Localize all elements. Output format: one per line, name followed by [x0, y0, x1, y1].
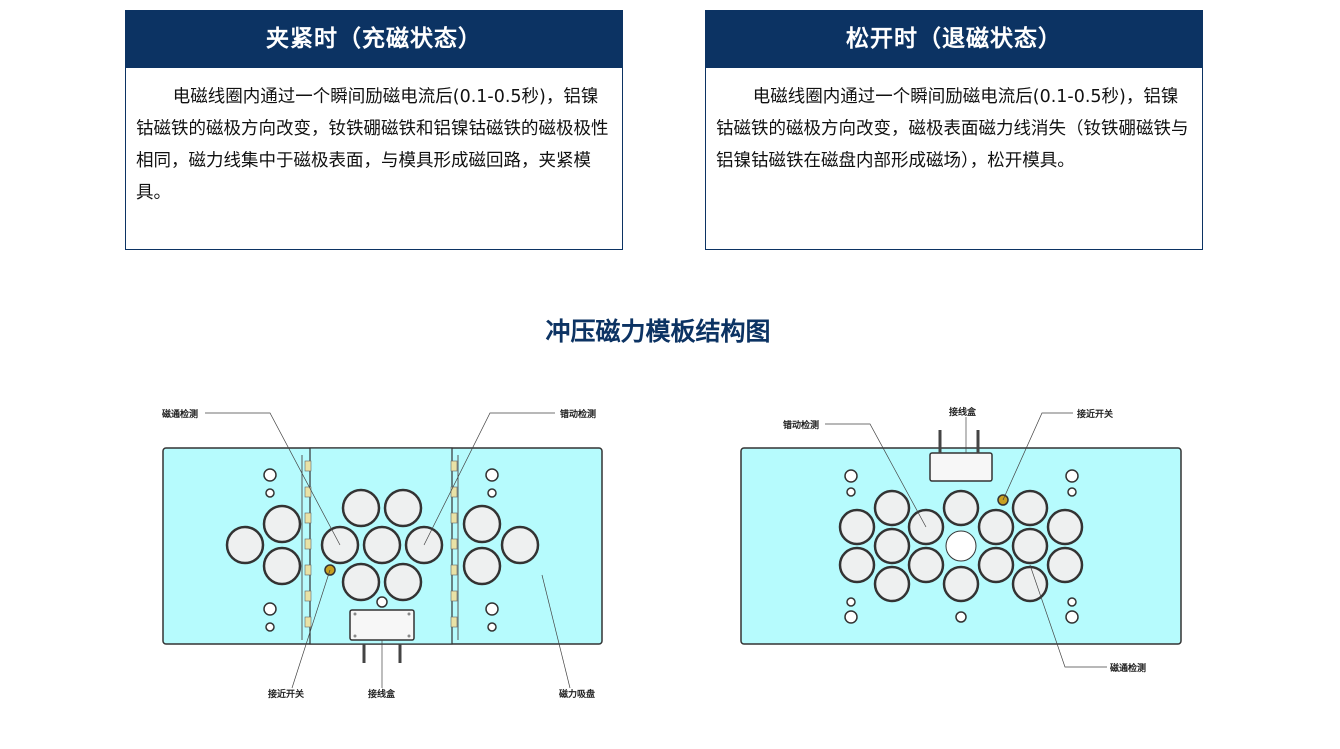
structure-diagram-title: 冲压磁力模板结构图 [545, 317, 771, 346]
clamping-state-card: 夹紧时（充磁状态） 电磁线圈内通过一个瞬间励磁电流后(0.1-0.5秒)，铝镍钴… [125, 10, 623, 250]
clamping-state-title: 夹紧时（充磁状态） [126, 11, 622, 68]
release-state-description: 电磁线圈内通过一个瞬间励磁电流后(0.1-0.5秒)，铝镍钴磁铁的磁极方向改变，… [716, 87, 1189, 171]
right-plate-drawing [740, 412, 1182, 668]
label-magnetic-chuck: 磁力吸盘 [559, 690, 596, 700]
left-plate-drawing [162, 412, 603, 689]
release-state-title: 松开时（退磁状态） [706, 11, 1202, 68]
label-proximity-switch: 接近开关 [268, 690, 305, 700]
label-junction-box: 接线盒 [368, 690, 396, 700]
label-flux-detect: 磁通检测 [162, 410, 199, 420]
right-structure-diagram: 错动检测 接线盒 接近开关 磁通检测 [730, 395, 1200, 685]
left-structure-diagram: 磁通检测 错动检测 接近开关 接线盒 磁力吸盘 [150, 395, 620, 705]
label-junction-box: 接线盒 [949, 408, 977, 418]
label-displacement-detect: 错动检测 [560, 410, 597, 420]
label-flux-detect: 磁通检测 [1110, 664, 1147, 674]
label-displacement-detect: 错动检测 [783, 421, 820, 431]
label-proximity-switch: 接近开关 [1077, 410, 1114, 420]
release-state-card: 松开时（退磁状态） 电磁线圈内通过一个瞬间励磁电流后(0.1-0.5秒)，铝镍钴… [705, 10, 1203, 250]
clamping-state-description: 电磁线圈内通过一个瞬间励磁电流后(0.1-0.5秒)，铝镍钴磁铁的磁极方向改变，… [136, 87, 609, 203]
